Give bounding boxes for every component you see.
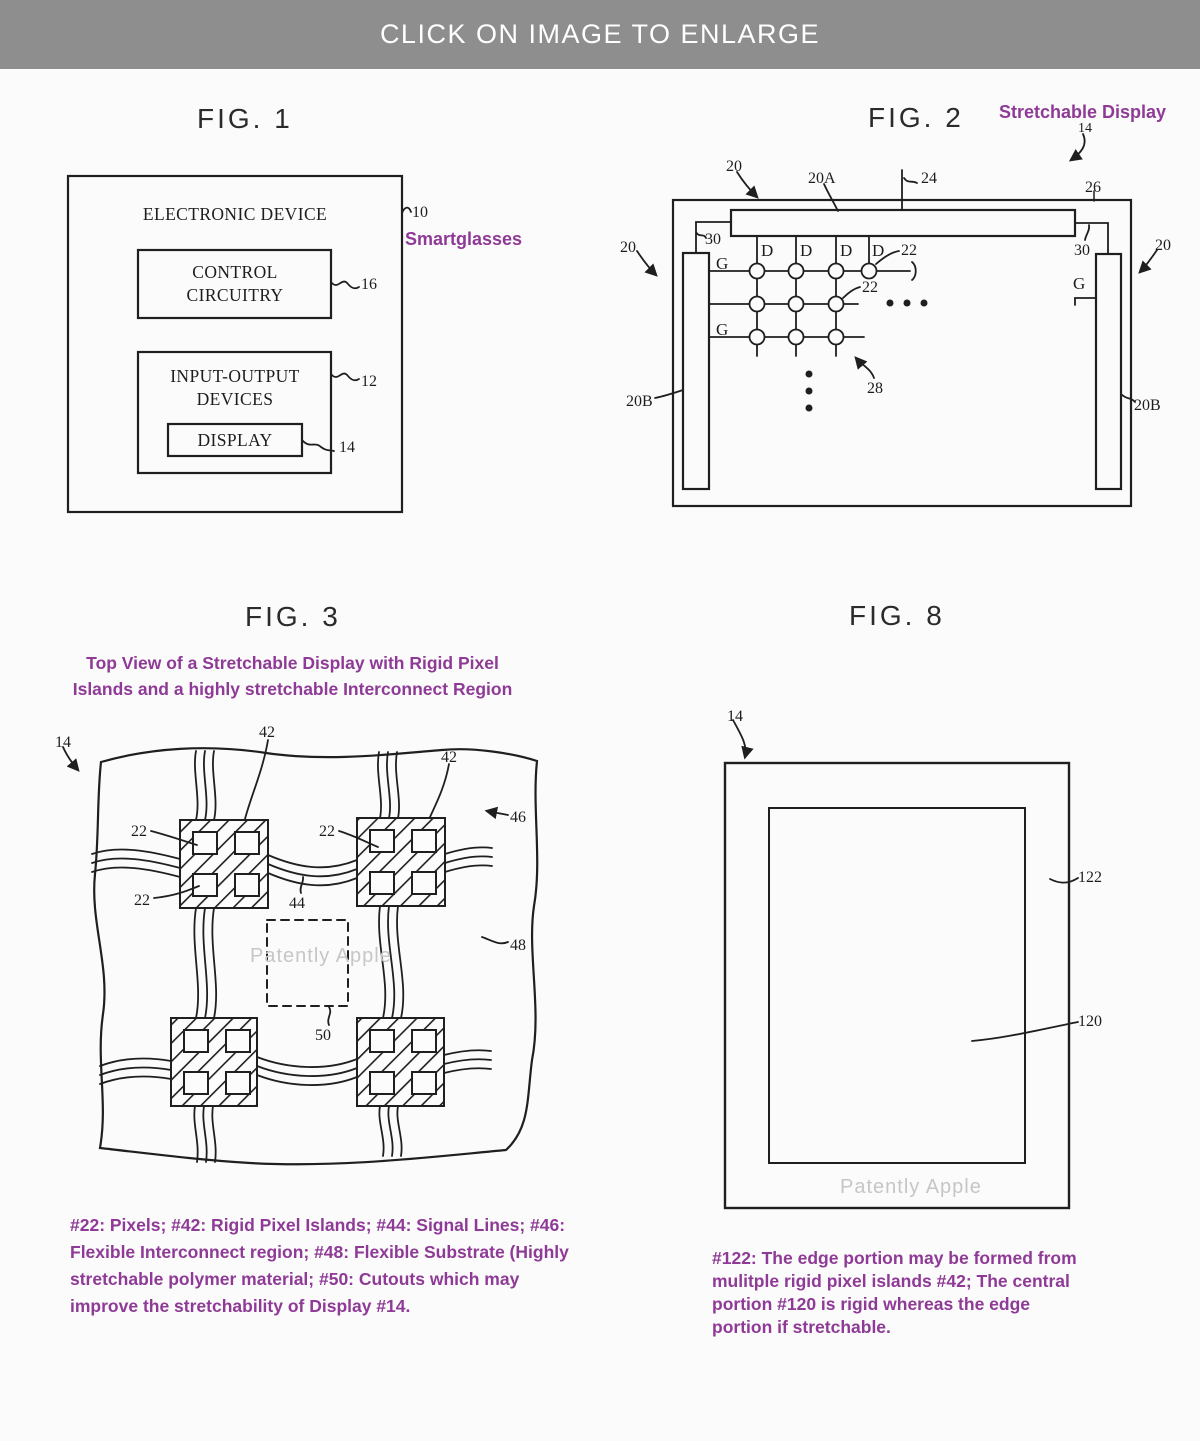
- fig1-drawing: [66, 174, 412, 514]
- fig3-legend-line4: improve the stretchability of Display #1…: [70, 1296, 411, 1316]
- fig2-ref-24: 24: [921, 170, 937, 187]
- fig3-ref-14: 14: [55, 734, 71, 751]
- fig2-ref-28: 28: [867, 380, 883, 397]
- fig3-ref-22-b: 22: [134, 892, 150, 909]
- fig2-ref-20b-right: 20B: [1134, 397, 1161, 414]
- fig1-ref-12: 12: [361, 373, 377, 390]
- fig8-legend-line1: #122: The edge portion may be formed fro…: [712, 1248, 1077, 1268]
- fig3-pixel-island: [356, 1017, 445, 1107]
- fig8-watermark: Patently Apple: [840, 1176, 982, 1198]
- fig3-ref-42-b: 42: [441, 749, 457, 766]
- fig8-ref-120: 120: [1078, 1013, 1102, 1030]
- fig3-legend-line2: Flexible Interconnect region; #48: Flexi…: [70, 1242, 569, 1262]
- fig1-io-label: INPUT-OUTPUT DEVICES: [170, 366, 300, 409]
- fig1-display-label: DISPLAY: [197, 430, 273, 450]
- fig8-ref-122: 122: [1078, 869, 1102, 886]
- fig2-gate-label-row1: G: [716, 254, 729, 273]
- fig2-ref-30-left: 30: [705, 231, 721, 248]
- fig1-device-label: ELECTRONIC DEVICE: [142, 204, 328, 224]
- fig1-title: FIG. 1: [197, 103, 293, 134]
- fig1-ref-14: 14: [339, 439, 355, 456]
- fig8-legend-line2: mulitple rigid pixel islands #42; The ce…: [712, 1271, 1070, 1291]
- fig3-ref-22-a: 22: [131, 823, 147, 840]
- fig3-legend-line1: #22: Pixels; #42: Rigid Pixel Islands; #…: [70, 1215, 566, 1235]
- fig2-ref-30-right: 30: [1074, 242, 1090, 259]
- fig1-ref-16: 16: [361, 276, 377, 293]
- fig2-gate-driver-bar-left: [681, 251, 711, 491]
- fig3-drawing: [62, 739, 539, 1166]
- fig3-ref-44: 44: [289, 895, 305, 912]
- fig3-ref-48: 48: [510, 937, 526, 954]
- fig1-electronic-device-box: [66, 174, 404, 514]
- fig2-ref-26: 26: [1085, 179, 1101, 196]
- fig8-ref-14: 14: [727, 708, 743, 725]
- fig2-ref-20a: 20A: [808, 170, 836, 187]
- fig2-gate-label-right: G: [1073, 274, 1086, 293]
- fig8-legend-line4: portion if stretchable.: [712, 1317, 891, 1337]
- fig1-leader-16: [330, 280, 360, 290]
- fig3-caption-line1: Top View of a Stretchable Display with R…: [86, 653, 499, 673]
- fig2-ref-20-top: 20: [726, 158, 742, 175]
- fig2-ref-20-left: 20: [620, 239, 636, 256]
- fig3-ref-22-c: 22: [319, 823, 335, 840]
- fig2-data-label-1: D: [761, 241, 774, 260]
- patent-linework: [62, 133, 1158, 1210]
- fig2-data-driver-bar: [729, 208, 1077, 238]
- fig2-annotation-stretchable-display: Stretchable Display: [999, 102, 1167, 122]
- fig2-ref-20b-left: 20B: [626, 393, 653, 410]
- fig1-leader-14: [301, 439, 335, 452]
- fig3-watermark: Patently Apple: [250, 945, 392, 967]
- fig8-title: FIG. 8: [849, 600, 945, 631]
- figures-canvas[interactable]: FIG. 1 ELECTRONIC DEVICE CONTROL CIRCUIT…: [0, 69, 1200, 1441]
- fig2-data-label-4: D: [872, 241, 885, 260]
- fig3-ref-46: 46: [510, 809, 526, 826]
- fig2-ref-14: 14: [1078, 121, 1092, 136]
- fig2-ref-20-right: 20: [1155, 237, 1171, 254]
- fig2-pixel-nodes: [748, 262, 878, 346]
- fig8-legend-line3: portion #120 is rigid whereas the edge: [712, 1294, 1031, 1314]
- fig1-io-devices-box: [136, 350, 333, 475]
- fig3-signal-line-waves: [91, 750, 493, 1163]
- fig2-gate-driver-bar-right: [1094, 252, 1123, 491]
- fig2-ellipsis-dots: [805, 299, 928, 412]
- fig2-ref-22-b: 22: [862, 279, 878, 296]
- fig8-central-portion-rect: [768, 807, 1026, 1164]
- fig2-ref-22-a: 22: [901, 242, 917, 259]
- fig3-caption-line2: Islands and a highly stretchable Interco…: [72, 679, 513, 699]
- fig1-control-label: CONTROL CIRCUITRY: [186, 262, 284, 305]
- fig3-leaders: [62, 739, 509, 1026]
- fig2-drawing: [636, 133, 1158, 508]
- fig3-ref-50: 50: [315, 1027, 331, 1044]
- fig3-flexible-substrate: [93, 747, 539, 1166]
- fig2-title: FIG. 2: [868, 102, 964, 133]
- fig3-pixel-island: [356, 817, 446, 907]
- fig8-drawing: [723, 719, 1079, 1210]
- fig2-gate-lines: [708, 261, 917, 338]
- fig8-edge-portion-rect: [723, 761, 1071, 1210]
- fig3-title: FIG. 3: [245, 601, 341, 632]
- fig3-pixel-island: [179, 819, 269, 909]
- fig1-leader-10: [401, 206, 412, 214]
- fig8-leaders: [732, 719, 1079, 1042]
- fig3-legend-line3: stretchable polymer material; #50: Cutou…: [70, 1269, 520, 1289]
- fig2-data-label-2: D: [800, 241, 813, 260]
- fig3-ref-42-a: 42: [259, 724, 275, 741]
- fig1-ref-10: 10: [412, 204, 428, 221]
- fig2-data-label-3: D: [840, 241, 853, 260]
- fig2-gate-label-row3: G: [716, 320, 729, 339]
- fig1-leader-12: [330, 372, 360, 382]
- enlarge-banner-text: CLICK ON IMAGE TO ENLARGE: [379, 19, 821, 49]
- fig1-control-circuitry-box: [136, 248, 333, 320]
- fig3-pixel-island: [170, 1017, 258, 1107]
- fig2-leaders: [636, 133, 1158, 403]
- enlarge-banner: CLICK ON IMAGE TO ENLARGE: [0, 0, 1200, 69]
- fig1-annotation-smartglasses: Smartglasses: [405, 229, 523, 249]
